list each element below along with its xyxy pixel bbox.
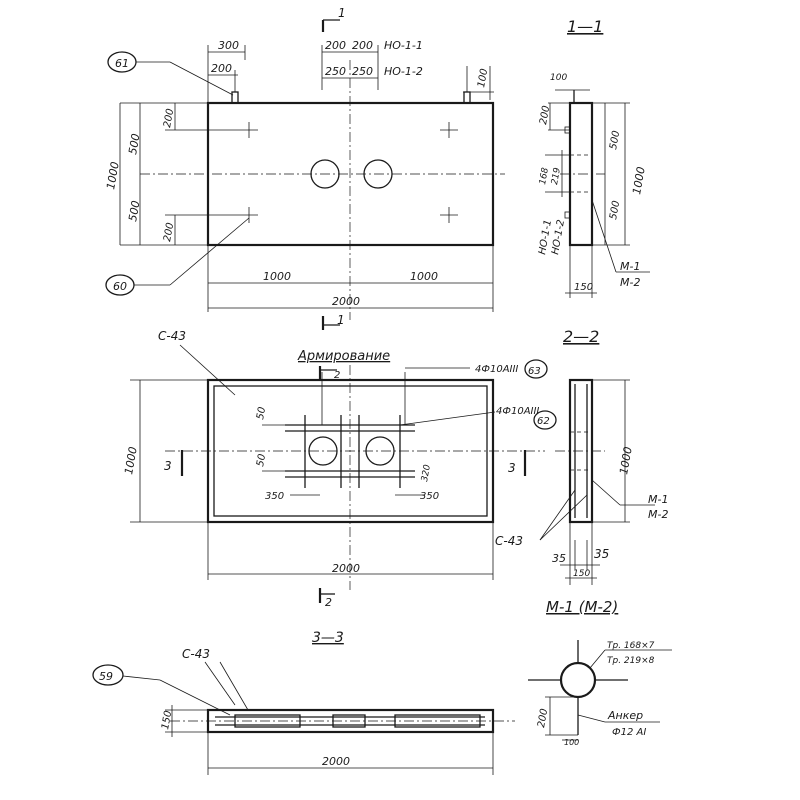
- reinf-dim-350-right: 350: [420, 491, 439, 502]
- section-1-1-dim-100: 100: [550, 73, 567, 83]
- reinf-dim-50b: 50: [255, 453, 268, 467]
- section-1-1-dim-168: 168: [538, 167, 551, 186]
- reinf-section-2-bottom-label: 2: [325, 596, 332, 609]
- plan-section-marker-top: 1: [321, 6, 346, 32]
- reinf-bars: [285, 415, 415, 488]
- reinf-callout-62: 62: [537, 416, 550, 427]
- section-1-1-dim-500a: 500: [608, 130, 622, 151]
- section-2-2-dim-1000: 1000: [617, 446, 635, 476]
- plan-dim-100: 100: [476, 68, 490, 89]
- plan-dim-1000-right: 1000: [410, 270, 438, 283]
- detail-pipe-2: Тр. 219×8: [607, 656, 655, 666]
- reinf-callout-63: 63: [528, 366, 541, 377]
- section-3-3: 3—3 С-43 59 150 2000: [92, 630, 515, 775]
- plan-lifting-loop-left: [231, 91, 239, 104]
- plan-view: 1 1 300 200 200 200 НО-1-1 250 250: [104, 6, 505, 330]
- reinforcement-view: С-43 Армирование: [122, 329, 557, 609]
- reinf-section-2-marker-bottom: 2: [318, 588, 335, 609]
- reinf-section-3-marker-left: 3: [164, 450, 184, 476]
- detail-dim-200: 200: [536, 708, 550, 729]
- section-1-1-dim-500b: 500: [608, 200, 622, 221]
- section-1-1-mark-m2: М-2: [620, 276, 640, 289]
- reinf-section-2-marker-top: 2: [318, 366, 340, 381]
- plan-dim-200b: 200: [352, 39, 373, 52]
- section-3-3-c43: С-43: [182, 647, 210, 661]
- plan-section-label-bottom: 1: [337, 313, 345, 327]
- detail-title: М-1 (М-2): [546, 598, 618, 616]
- detail-anchor-label: Анкер: [607, 709, 643, 722]
- detail-anchor-size: Ф12 АI: [612, 727, 646, 738]
- plan-cross-marks: [240, 122, 458, 223]
- reinf-c43-label: С-43: [158, 329, 186, 343]
- section-2-2-title: 2—2: [563, 327, 599, 346]
- reinf-section-2-top-label: 2: [334, 370, 340, 381]
- section-1-1-mark-m1: М-1: [620, 260, 640, 273]
- reinf-dim-50a: 50: [255, 406, 268, 420]
- plan-dim-1000-left: 1000: [263, 270, 291, 283]
- section-3-3-dim-2000: 2000: [322, 755, 350, 768]
- reinf-title: Армирование: [297, 349, 390, 364]
- detail-anchors: [528, 640, 628, 735]
- section-2-2: 2—2 1000 М-1 М-2 С-43 35 35 150: [495, 327, 668, 585]
- plan-dim-500b: 500: [126, 200, 142, 223]
- plan-hole-left: [310, 159, 340, 189]
- plan-dim-1000-height: 1000: [104, 161, 122, 191]
- plan-dim-300: 300: [218, 39, 239, 52]
- plan-dim-200-loop: 200: [211, 62, 232, 75]
- reinf-section-3-marker-right: 3: [508, 450, 527, 476]
- plan-mark-ho12: НО-1-2: [384, 65, 423, 78]
- detail-pipe: [559, 661, 597, 699]
- section-2-2-dim-35b: 35: [594, 547, 609, 561]
- reinf-bars-63: 4Ф10АIII: [475, 364, 518, 375]
- plan-section-marker-bottom: 1: [321, 313, 345, 330]
- plan-callout-61: 61: [115, 57, 129, 70]
- section-2-2-dim-150: 150: [573, 569, 590, 579]
- section-2-2-mark-m2: М-2: [648, 508, 668, 521]
- reinf-hole-right: [365, 436, 395, 466]
- section-2-2-mark-m1: М-1: [648, 493, 668, 506]
- reinf-section-3-left-label: 3: [164, 459, 172, 473]
- plan-lifting-loop-right: [463, 91, 471, 104]
- detail-pipe-1: Тр. 168×7: [607, 641, 655, 651]
- plan-dim-250a: 250: [325, 65, 346, 78]
- section-1-1-dim-150: 150: [574, 282, 593, 293]
- plan-dim-200-top: 200: [162, 108, 176, 129]
- plan-dim-2000: 2000: [332, 295, 360, 308]
- reinf-dim-2000: 2000: [332, 562, 360, 575]
- section-1-1-title: 1—1: [567, 17, 603, 36]
- reinf-bars-62: 4Ф10АIII: [496, 406, 539, 417]
- section-3-3-dim-150: 150: [160, 710, 174, 731]
- detail-dim-100: 100: [564, 738, 579, 747]
- plan-section-label-top: 1: [338, 6, 346, 20]
- section-1-1-dim-1000: 1000: [630, 166, 648, 196]
- plan-left-dimensions: [119, 102, 240, 246]
- plan-mark-ho11: НО-1-1: [384, 39, 423, 52]
- section-3-3-title: 3—3: [312, 630, 344, 646]
- section-2-2-c43: С-43: [495, 534, 523, 548]
- plan-dim-200a: 200: [325, 39, 346, 52]
- section-1-1: 1—1 100 200 168 219 НО-: [537, 17, 650, 298]
- reinf-dim-350-left: 350: [265, 491, 284, 502]
- section-2-2-dim-35a: 35: [552, 552, 566, 565]
- plan-bottom-dimensions: [207, 245, 494, 312]
- reinf-section-3-right-label: 3: [508, 461, 516, 475]
- reinf-dim-320: 320: [420, 464, 433, 483]
- plan-dim-200-bottom: 200: [162, 222, 176, 243]
- plan-hole-right: [363, 159, 393, 189]
- detail-m1: М-1 (М-2) Тр. 168×7 Тр. 219×8 Анкер Ф12 …: [528, 598, 672, 747]
- section-1-1-dim-219: 219: [550, 167, 563, 186]
- section-1-1-dim-200: 200: [538, 105, 552, 126]
- reinf-dim-1000: 1000: [122, 446, 140, 476]
- plan-dim-250b: 250: [352, 65, 373, 78]
- section-3-3-callout-59: 59: [99, 670, 113, 683]
- plan-top-dimensions: [207, 45, 494, 103]
- plan-callout-60: 60: [113, 280, 127, 293]
- reinf-hole-left: [308, 436, 338, 466]
- plan-dim-500a: 500: [126, 133, 142, 156]
